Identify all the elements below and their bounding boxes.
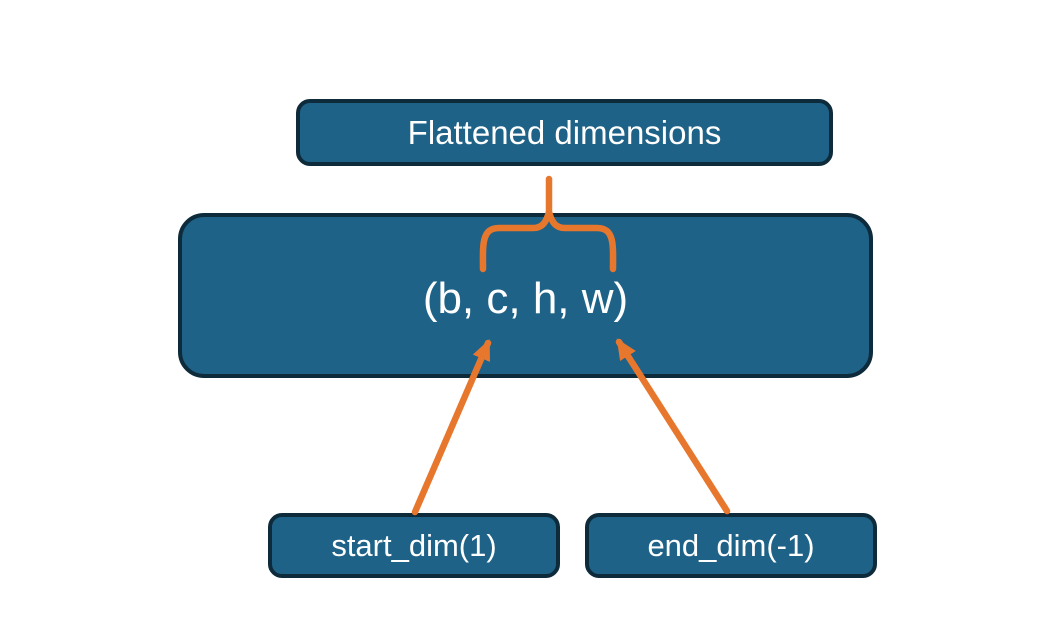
start-dim-label: start_dim(1): [331, 527, 497, 563]
node-start-dim: start_dim(1): [268, 513, 560, 578]
node-tensor-shape: (b, c, h, w): [178, 213, 873, 378]
tensor-shape-label: (b, c, h, w): [422, 273, 629, 323]
node-flattened-dimensions: Flattened dimensions: [296, 99, 833, 166]
end-dim-label: end_dim(-1): [647, 527, 815, 563]
node-end-dim: end_dim(-1): [585, 513, 877, 578]
flattened-dimensions-label: Flattened dimensions: [407, 113, 722, 151]
